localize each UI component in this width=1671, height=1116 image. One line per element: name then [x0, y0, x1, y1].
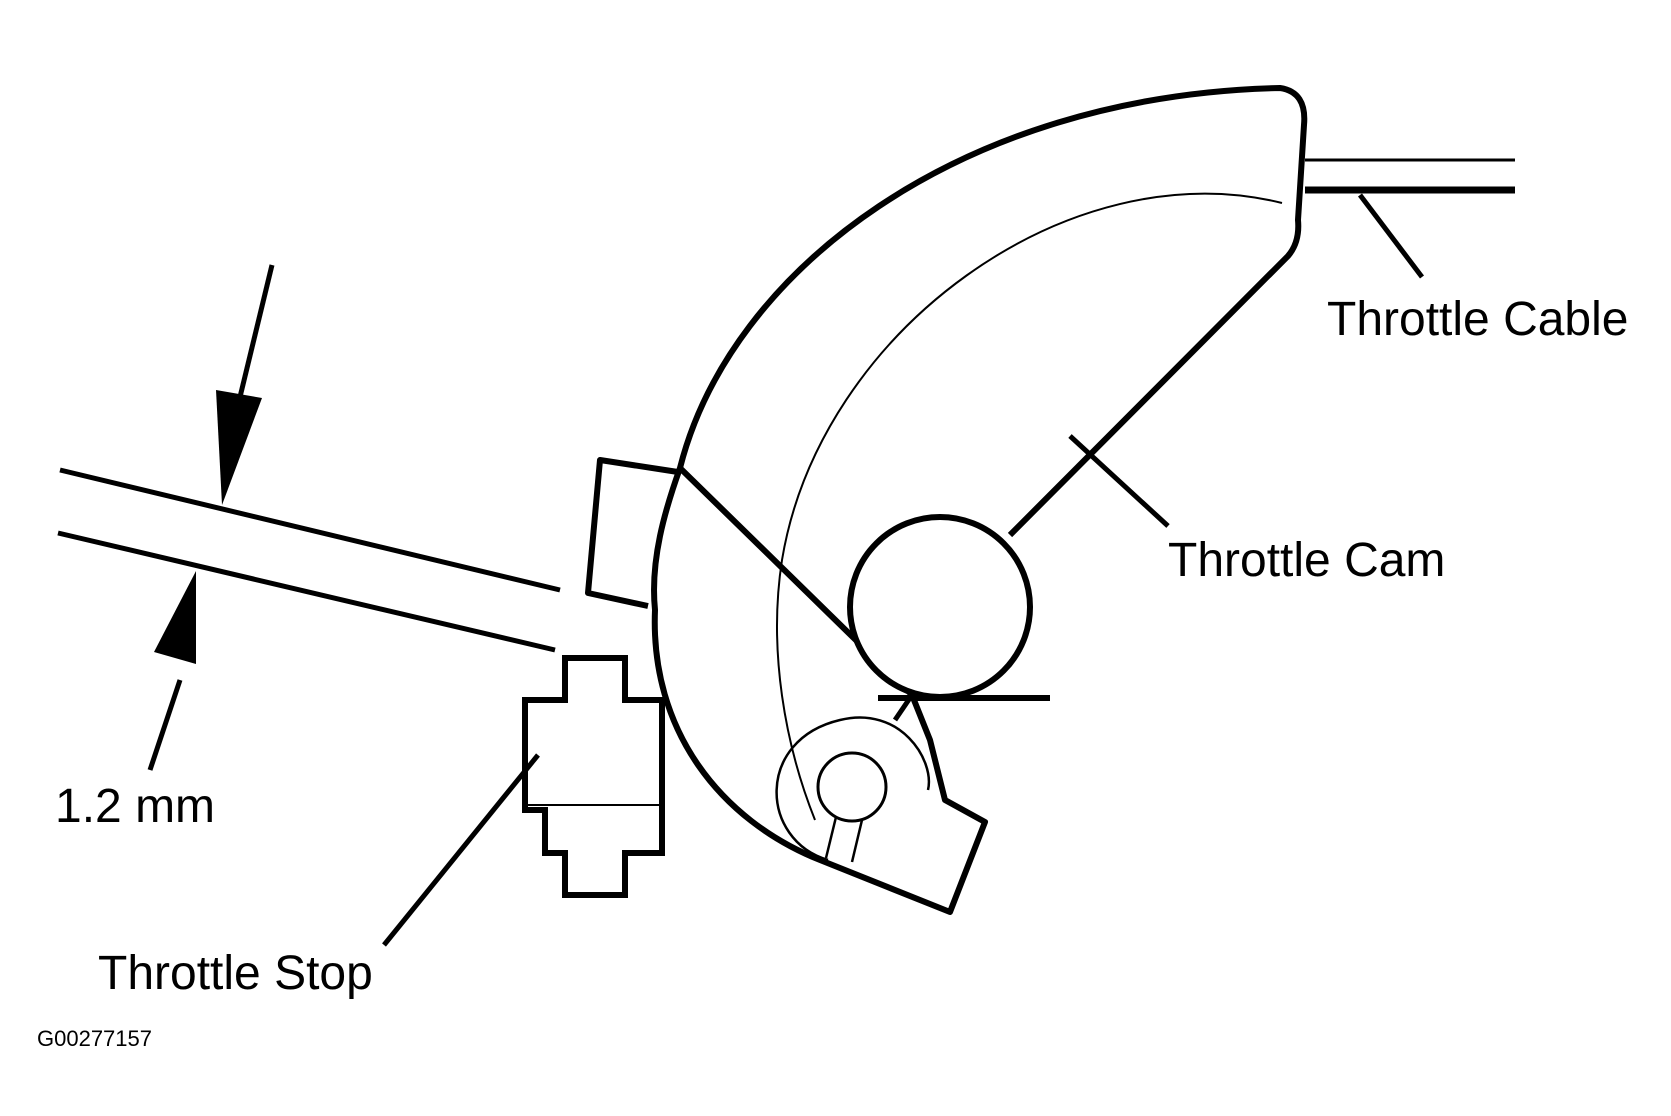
- throttle-cam-pin: [775, 716, 931, 863]
- throttle-cam-boss: [847, 514, 1033, 700]
- leader-throttle-stop: [382, 753, 540, 947]
- throttle-cam-groove: [776, 192, 1283, 821]
- label-gap-dimension: 1.2 mm: [55, 780, 216, 833]
- leader-throttle-cable: [1358, 193, 1424, 279]
- leader-throttle-cam: [1068, 434, 1170, 528]
- throttle-stop-body: [522, 655, 665, 898]
- throttle-cable: [1305, 158, 1515, 194]
- label-throttle-cable: Throttle Cable: [1327, 293, 1629, 346]
- throttle-cam-web: [892, 693, 915, 722]
- label-throttle-cam: Throttle Cam: [1168, 534, 1446, 587]
- throttle-cam-tab: [585, 457, 679, 609]
- dimension-arrows: [147, 264, 275, 771]
- figure-id: G00277157: [37, 1026, 152, 1051]
- label-throttle-stop: Throttle Stop: [98, 947, 373, 1000]
- clearance-lines: [57, 467, 561, 653]
- throttle-cam-outline: [651, 85, 1308, 915]
